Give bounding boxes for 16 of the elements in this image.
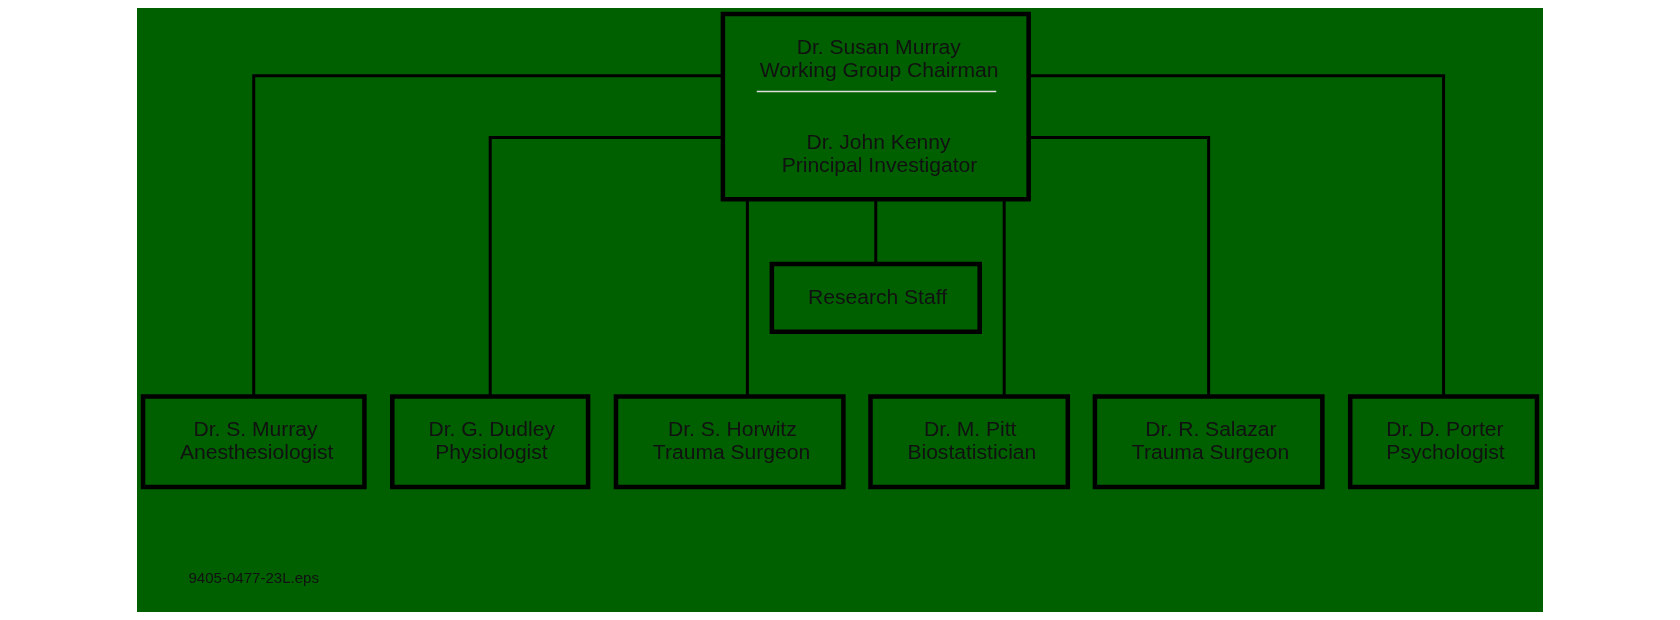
connector	[874, 199, 878, 264]
node-box: Dr. R. Salazar Trauma Surgeon	[1092, 394, 1325, 490]
node-box: Dr. Susan Murray Working Group Chairman Dr. John Kenny Principal Investigator	[720, 11, 1031, 202]
node-box: Dr. S. Murray Anesthesiologist	[140, 394, 367, 490]
connector	[252, 74, 723, 397]
node-box: Dr. S. Horwitz Trauma Surgeon	[613, 394, 846, 490]
connector	[745, 199, 749, 397]
node-box: Dr. M. Pitt Biostatistician	[868, 394, 1071, 490]
connector	[488, 136, 723, 397]
connector	[1002, 199, 1006, 397]
label: 9405-0477-23L.eps	[188, 568, 319, 586]
connector	[1029, 136, 1211, 397]
node-box: Dr. G. Dudley Physiologist	[390, 394, 591, 490]
node-box: Research Staff	[769, 261, 982, 335]
node-box: Dr. D. Porter Psychologist	[1347, 394, 1540, 490]
connector	[1028, 74, 1446, 397]
